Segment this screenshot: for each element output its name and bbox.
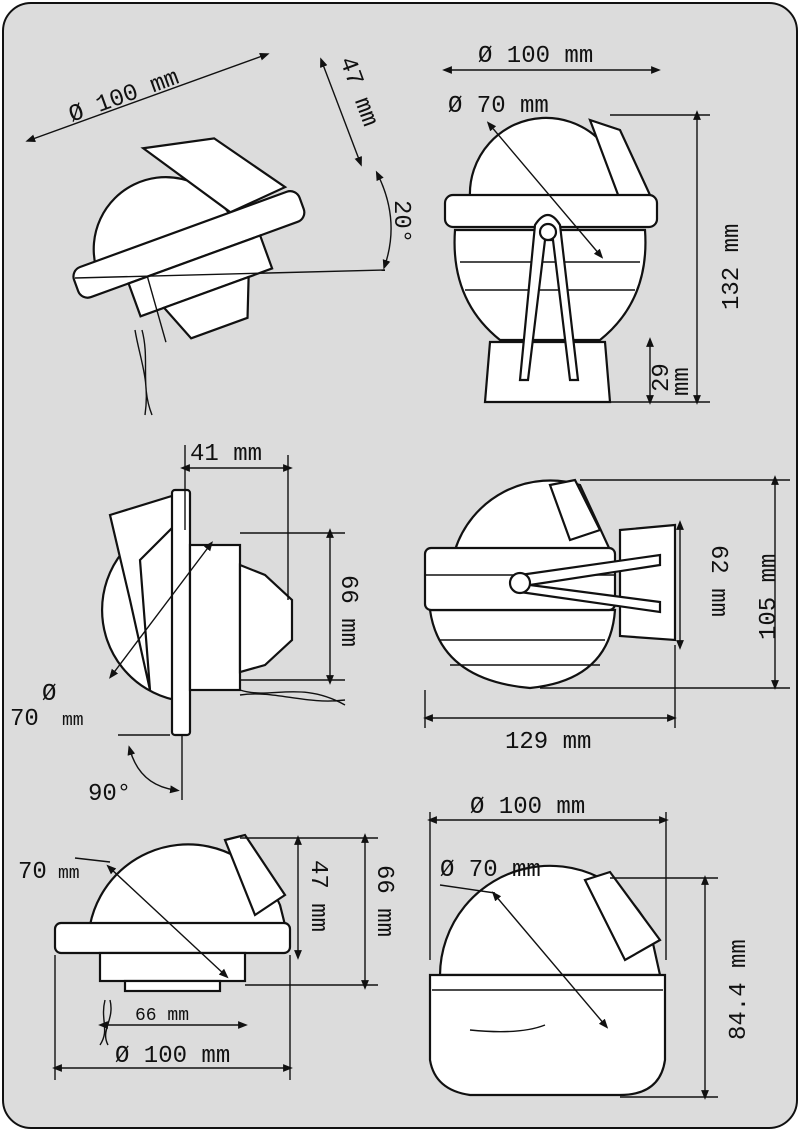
surface-diameter-label: Ø 100 mm	[470, 794, 585, 821]
view-bracket-side: 62 mm 105 mm 129 mm	[423, 475, 790, 756]
view-flush-side: 41 mm 66 mm Ø 70 mm 90°	[10, 441, 361, 808]
top-housing-width-label: 66 mm	[135, 1006, 189, 1026]
top-diameter-label: Ø 100 mm	[115, 1043, 230, 1070]
side-bracket-height-label: 62 mm	[704, 545, 731, 617]
side-housing-height-label: 66 mm	[334, 575, 361, 647]
front-dome-diameter-label: Ø 70 mm	[448, 93, 549, 120]
top-dome-height-label: 47 mm	[304, 860, 331, 932]
side-length-label: 129 mm	[505, 729, 591, 756]
front-height-label: 132 mm	[719, 224, 746, 310]
view-flush-top: 70 mm 47 mm 66 mm 66 mm Ø 100 mm	[18, 833, 397, 1080]
view-surface: Ø 100 mm Ø 70 mm 84.4 mm	[427, 794, 753, 1100]
top-dome-value: 70	[18, 859, 47, 886]
side-angle-label: 90°	[88, 781, 131, 808]
side-dome-unit: mm	[62, 711, 84, 731]
compass-tilted-drawing	[72, 137, 306, 343]
front-base-height-value: 29	[649, 363, 676, 392]
surface-height-label: 84.4 mm	[726, 939, 753, 1040]
side-dome-symbol: Ø	[42, 681, 56, 708]
side-depth-label: 41 mm	[190, 441, 262, 468]
tilted-angle-label: 20°	[387, 200, 414, 243]
view-bracket-front: Ø 100 mm Ø 70 mm 132 mm 29 mm	[442, 43, 746, 405]
top-total-height-label: 66 mm	[370, 865, 397, 937]
front-diameter-label: Ø 100 mm	[478, 43, 593, 70]
side-height-label: 105 mm	[756, 554, 783, 640]
front-base-height-unit: mm	[669, 367, 696, 396]
top-dome-unit: mm	[58, 864, 80, 884]
surface-dome-diameter-label: Ø 70 mm	[440, 857, 541, 884]
side-dome-value: 70	[10, 706, 39, 733]
